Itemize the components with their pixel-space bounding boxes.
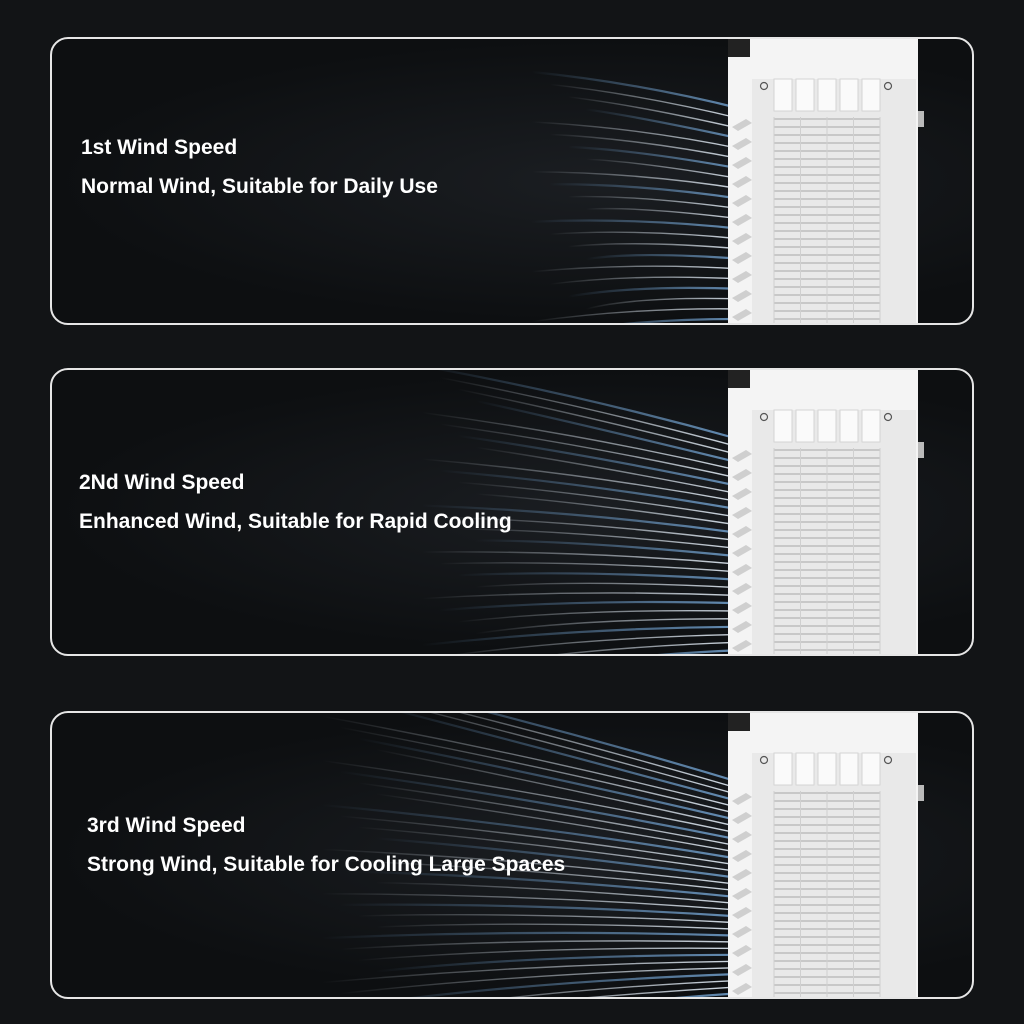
wind-speed-title: 1st Wind Speed (81, 136, 238, 159)
wind-speed-panel-1: 1st Wind Speed Normal Wind, Suitable for… (50, 37, 974, 325)
wind-speed-text: 2Nd Wind Speed Enhanced Wind, Suitable f… (79, 470, 512, 534)
wind-stream-icon (320, 713, 744, 997)
wind-speed-description: Normal Wind, Suitable for Daily Use (81, 175, 438, 199)
wind-illustration-3 (320, 713, 924, 997)
wind-stream-icon (420, 370, 744, 654)
air-cooler-icon (728, 713, 924, 997)
wind-stream-icon (530, 70, 744, 323)
air-cooler-icon (728, 370, 924, 654)
wind-illustration-2 (420, 370, 924, 654)
wind-speed-panel-3: 3rd Wind Speed Strong Wind, Suitable for… (50, 711, 974, 999)
air-cooler-icon (728, 39, 924, 323)
wind-speed-description: Strong Wind, Suitable for Cooling Large … (87, 853, 566, 877)
wind-illustration-1 (530, 39, 924, 323)
wind-speed-text: 3rd Wind Speed Strong Wind, Suitable for… (87, 813, 565, 877)
wind-speed-text: 1st Wind Speed Normal Wind, Suitable for… (81, 135, 438, 199)
wind-speed-panel-2: 2Nd Wind Speed Enhanced Wind, Suitable f… (50, 368, 974, 656)
wind-speed-title: 2Nd Wind Speed (79, 471, 245, 494)
wind-speed-description: Enhanced Wind, Suitable for Rapid Coolin… (79, 510, 512, 534)
wind-speed-title: 3rd Wind Speed (87, 814, 246, 837)
